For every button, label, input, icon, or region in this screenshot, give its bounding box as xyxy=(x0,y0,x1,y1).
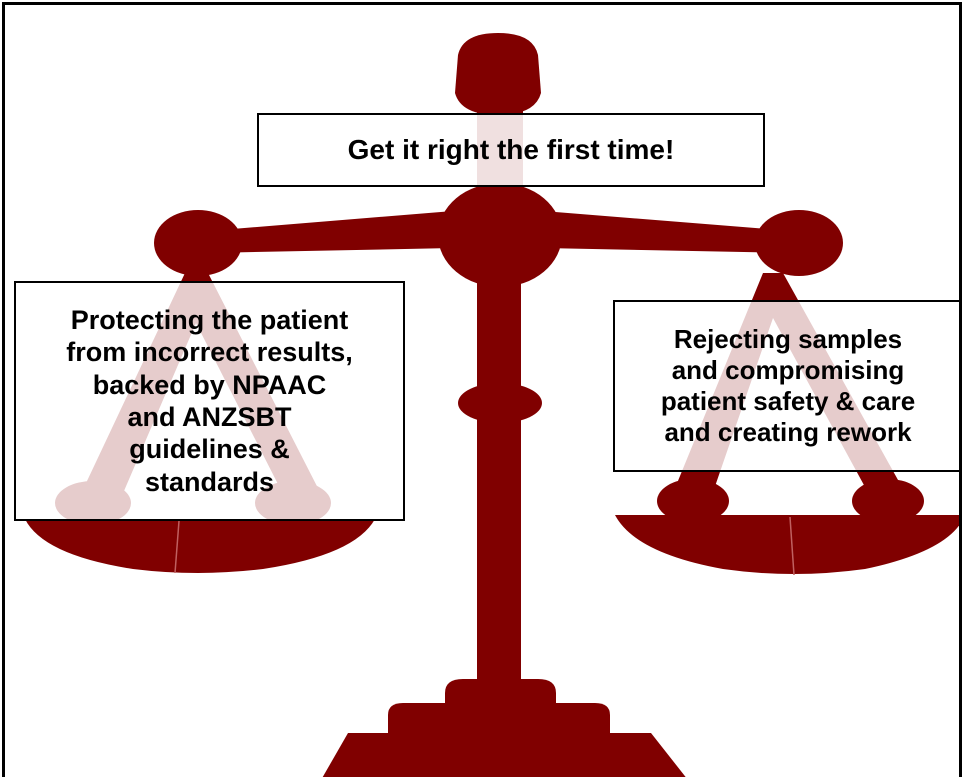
scale-right-pan xyxy=(615,515,959,574)
scale-left-pan xyxy=(25,519,375,573)
scale-base-lower xyxy=(322,733,686,777)
scale-right-knob xyxy=(755,210,843,276)
scale-top-knob xyxy=(455,33,541,115)
title-box: Get it right the first time! xyxy=(257,113,765,187)
left-pan-text: Protecting the patient from incorrect re… xyxy=(66,304,353,497)
scale-collar xyxy=(458,383,542,423)
title-text: Get it right the first time! xyxy=(347,134,675,166)
scale-left-knob xyxy=(154,210,242,276)
scale-base-upper xyxy=(445,679,556,708)
left-pan-label: Protecting the patient from incorrect re… xyxy=(14,281,405,521)
scale-hub xyxy=(438,183,562,287)
scale-pillar xyxy=(477,273,521,693)
right-pan-label: Rejecting samples and compromising patie… xyxy=(613,300,959,472)
right-pan-text: Rejecting samples and compromising patie… xyxy=(660,323,916,448)
scale-base-middle xyxy=(388,703,610,738)
